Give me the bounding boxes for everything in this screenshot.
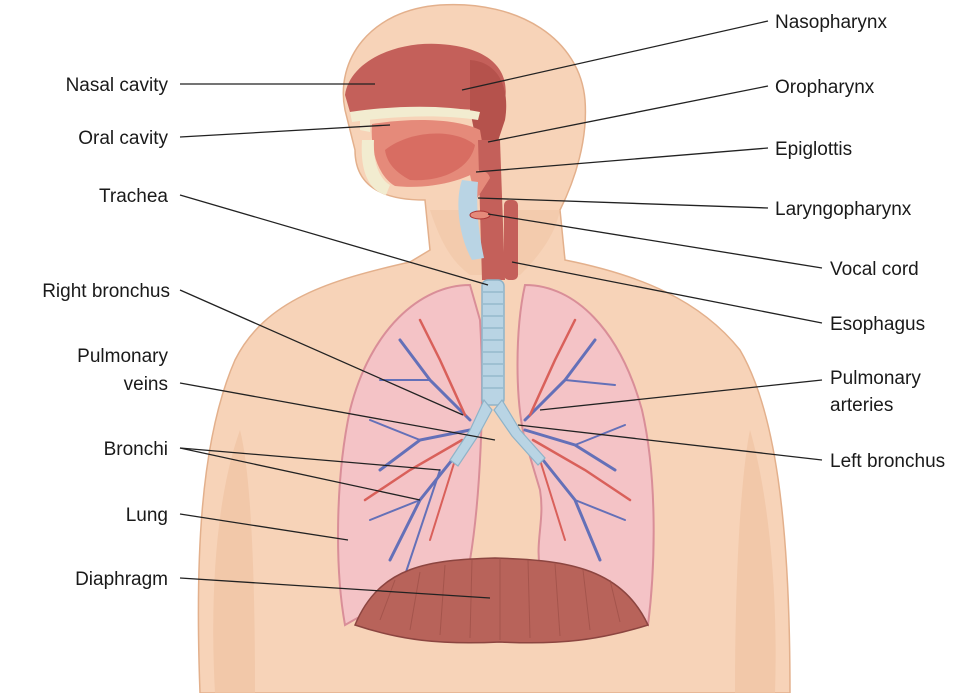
label-bronchi: Bronchi	[104, 439, 168, 460]
label-nasal-cavity: Nasal cavity	[66, 75, 169, 96]
labels-right: Nasopharynx Oropharynx Epiglottis Laryng…	[775, 12, 945, 472]
label-pulmonary-veins-line1: Pulmonary	[77, 346, 168, 367]
label-vocal-cord: Vocal cord	[830, 259, 919, 280]
label-oral-cavity: Oral cavity	[78, 128, 168, 149]
label-right-bronchus: Right bronchus	[42, 281, 170, 302]
label-diaphragm: Diaphragm	[75, 569, 168, 590]
label-lung: Lung	[126, 505, 168, 526]
esophagus-shape	[504, 200, 518, 280]
vocal-cord-shape	[470, 211, 490, 219]
head-cavities	[345, 44, 506, 280]
label-nasopharynx: Nasopharynx	[775, 12, 887, 33]
label-pulmonary-arteries-line2: arteries	[830, 395, 893, 416]
label-epiglottis: Epiglottis	[775, 139, 852, 160]
label-left-bronchus: Left bronchus	[830, 451, 945, 472]
label-trachea: Trachea	[99, 186, 168, 207]
label-pulmonary-arteries-line1: Pulmonary	[830, 368, 921, 389]
trachea-shape	[482, 280, 504, 405]
label-laryngopharynx: Laryngopharynx	[775, 199, 912, 220]
upper-teeth	[360, 116, 370, 132]
label-oropharynx: Oropharynx	[775, 77, 875, 98]
label-pulmonary-veins-line2: veins	[124, 374, 168, 395]
labels-left: Nasal cavity Oral cavity Trachea Right b…	[42, 75, 170, 590]
label-esophagus: Esophagus	[830, 314, 925, 335]
